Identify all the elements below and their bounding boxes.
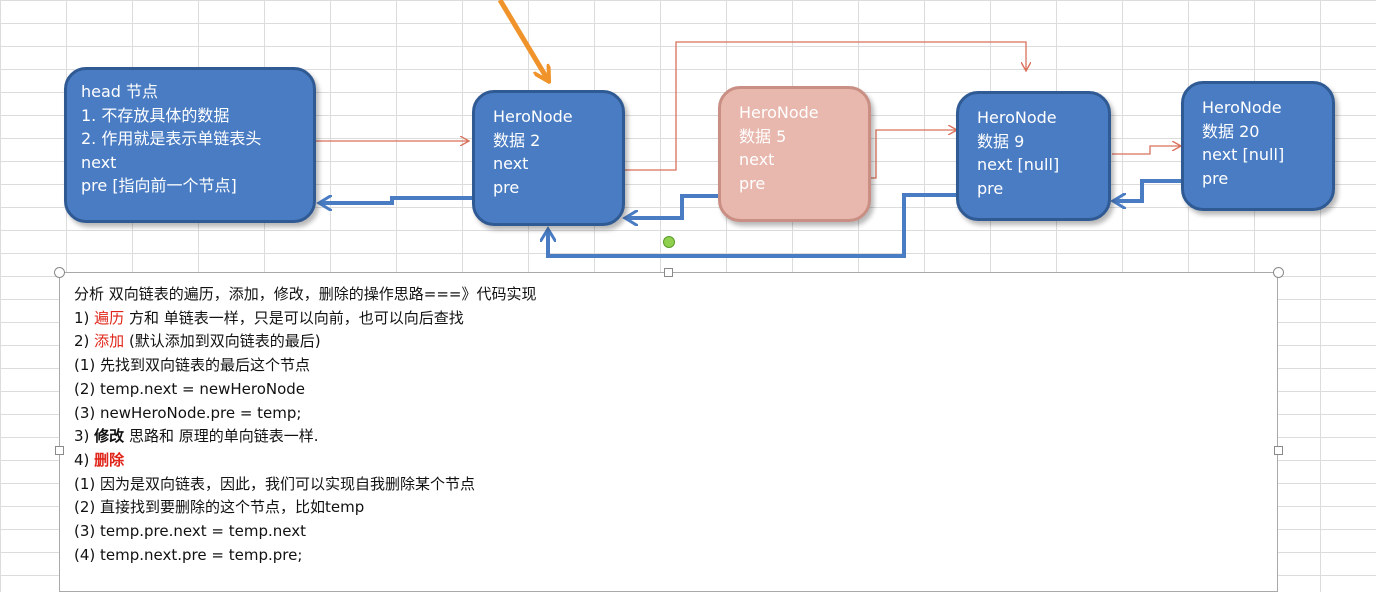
resize-handle-right[interactable] (1274, 446, 1283, 455)
notes-line: 4) 删除 (74, 449, 1263, 473)
hero-node-2: HeroNode 数据 2 next pre (472, 90, 625, 226)
node-line: pre (739, 173, 766, 193)
notes-line: (1) 先找到双向链表的最后这个节点 (74, 356, 311, 375)
highlight-arrow (497, 0, 548, 80)
pre-arrow-2-to-head (320, 198, 478, 203)
keyword-traverse: 遍历 (94, 308, 125, 327)
notes-line: 1) 遍历 方和 单链表一样，只是可以向前，也可以向后查找 (74, 307, 1263, 331)
node-line: next [null] (1202, 145, 1285, 164)
next-arrow-9-to-20 (1112, 146, 1180, 155)
notes-line: 3) 修改 思路和 原理的单向链表一样. (74, 425, 1263, 449)
node-line: pre (1202, 168, 1229, 188)
node-line: next (493, 154, 529, 173)
notes-line: (3) newHeroNode.pre = temp; (74, 403, 302, 422)
line-text: 思路和 原理的单向链表一样. (124, 427, 319, 446)
notes-line: (1) 因为是双向链表，因此，我们可以实现自我删除某个节点 (74, 474, 476, 493)
notes-line: 2) 添加 (默认添加到双向链表的最后) (74, 330, 1263, 354)
notes-line: (4) temp.next.pre = temp.pre; (74, 545, 303, 564)
node-line: HeroNode (1202, 98, 1282, 117)
line-text: 方和 单链表一样，只是可以向前，也可以向后查找 (124, 308, 464, 327)
node-line: 数据 20 (1202, 121, 1260, 141)
node-line: next [null] (977, 155, 1060, 174)
resize-handle-left[interactable] (55, 446, 64, 455)
head-node-line: 1. 不存放具体的数据 (81, 105, 230, 125)
hero-node-20: HeroNode 数据 20 next [null] pre (1181, 81, 1335, 211)
resize-handle-top-right[interactable] (1273, 267, 1284, 278)
keyword-delete: 删除 (94, 450, 125, 469)
pre-arrow-20-to-9 (1114, 179, 1184, 201)
keyword-add: 添加 (94, 332, 125, 351)
pre-arrow-5-to-2 (626, 194, 740, 218)
node-line: pre (977, 178, 1004, 198)
rotate-handle[interactable] (663, 236, 675, 248)
pre-arrow-9-to-2 (548, 193, 958, 258)
keyword-modify: 修改 (94, 427, 125, 446)
line-prefix: 1) (74, 308, 95, 327)
hero-node-9: HeroNode 数据 9 next [null] pre (956, 91, 1111, 221)
notes-line: (3) temp.pre.next = temp.next (74, 522, 306, 541)
head-node-line: next (81, 152, 117, 172)
node-line: 数据 2 (493, 130, 541, 150)
head-node-line: 2. 作用就是表示单链表头 (81, 129, 262, 148)
next-arrow-2-to-9 (600, 41, 1026, 171)
line-prefix: 3) (74, 427, 95, 446)
notes-textbox[interactable]: 分析 双向链表的遍历，添加，修改，删除的操作思路===》代码实现 1) 遍历 方… (59, 272, 1278, 592)
line-prefix: 2) (74, 332, 95, 351)
node-line: 数据 5 (739, 126, 787, 146)
node-line: HeroNode (493, 107, 573, 126)
notes-title: 分析 双向链表的遍历，添加，修改，删除的操作思路===》代码实现 (74, 285, 537, 303)
node-line: HeroNode (977, 108, 1057, 127)
node-line: next (739, 150, 775, 169)
notes-line: (2) 直接找到要删除的这个节点，比如temp (74, 498, 365, 517)
resize-handle-top[interactable] (664, 268, 673, 277)
node-line: 数据 9 (977, 131, 1025, 151)
line-prefix: 4) (74, 450, 95, 469)
notes-line: (2) temp.next = newHeroNode (74, 379, 306, 398)
hero-node-5: HeroNode 数据 5 next pre (718, 86, 871, 222)
head-node-line: head 节点 (81, 82, 159, 101)
node-line: pre (493, 177, 520, 197)
head-node: head 节点 1. 不存放具体的数据 2. 作用就是表示单链表头 next p… (64, 67, 316, 223)
head-node-line: pre [指向前一个节点] (81, 176, 237, 195)
line-text: (默认添加到双向链表的最后) (124, 332, 321, 351)
resize-handle-top-left[interactable] (54, 267, 65, 278)
node-line: HeroNode (739, 103, 819, 122)
